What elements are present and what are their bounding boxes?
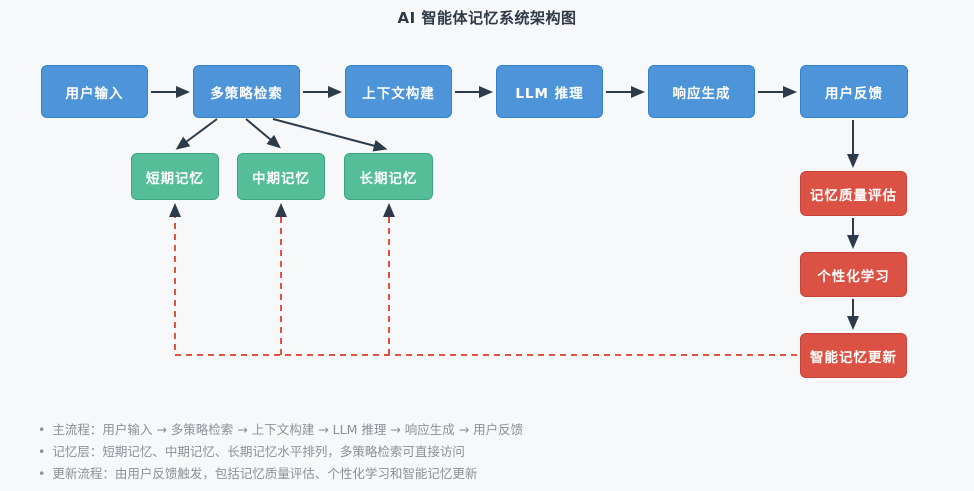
node-memory-quality-evaluation: 记忆质量评估 <box>800 171 907 216</box>
dashed-update-to-short-term <box>169 203 797 356</box>
node-label: 短期记忆 <box>146 170 204 187</box>
arrow-retrieval-to-long-term <box>272 118 388 152</box>
node-label: 长期记忆 <box>359 170 418 187</box>
node-user-input: 用户输入 <box>41 65 148 118</box>
node-label: 记忆质量评估 <box>810 187 897 204</box>
note-text: 更新流程：由用户反馈触发，包括记忆质量评估、个性化学习和智能记忆更新 <box>52 466 478 481</box>
diagram-title: AI 智能体记忆系统架构图 <box>397 9 577 27</box>
node-label: 用户输入 <box>65 85 124 102</box>
node-user-feedback: 用户反馈 <box>800 65 908 118</box>
note-text: 主流程：用户输入 → 多策略检索 → 上下文构建 → LLM 推理 → 响应生成… <box>52 422 524 437</box>
node-label: 上下文构建 <box>362 85 435 102</box>
node-context-building: 上下文构建 <box>345 65 452 118</box>
node-label: 用户反馈 <box>825 85 883 102</box>
note-text: 记忆层：短期记忆、中期记忆、长期记忆水平排列，多策略检索可直接访问 <box>52 444 465 459</box>
node-personalized-learning: 个性化学习 <box>800 252 907 297</box>
bullet-icon: • <box>38 466 46 481</box>
node-short-term-memory: 短期记忆 <box>131 153 219 200</box>
legend-notes: • 主流程：用户输入 → 多策略检索 → 上下文构建 → LLM 推理 → 响应生… <box>38 419 523 485</box>
node-llm-inference: LLM 推理 <box>496 65 603 118</box>
bullet-icon: • <box>38 444 46 459</box>
note-update-flow: • 更新流程：由用户反馈触发，包括记忆质量评估、个性化学习和智能记忆更新 <box>38 463 523 485</box>
note-memory-layer: • 记忆层：短期记忆、中期记忆、长期记忆水平排列，多策略检索可直接访问 <box>38 441 523 463</box>
node-response-generation: 响应生成 <box>648 65 755 118</box>
node-label: 智能记忆更新 <box>810 349 897 366</box>
bullet-icon: • <box>38 422 46 437</box>
node-long-term-memory: 长期记忆 <box>344 153 433 200</box>
node-intelligent-memory-update: 智能记忆更新 <box>800 333 907 378</box>
node-label: 多策略检索 <box>210 85 283 102</box>
note-main-flow: • 主流程：用户输入 → 多策略检索 → 上下文构建 → LLM 推理 → 响应生… <box>38 419 523 441</box>
node-multi-strategy-retrieval: 多策略检索 <box>193 65 300 118</box>
arrow-retrieval-to-mid-term <box>245 118 281 149</box>
node-label: LLM 推理 <box>515 85 584 102</box>
node-mid-term-memory: 中期记忆 <box>237 153 325 200</box>
node-label: 个性化学习 <box>817 268 890 285</box>
node-label: 中期记忆 <box>252 170 310 187</box>
node-label: 响应生成 <box>672 85 731 102</box>
arrow-retrieval-to-short-term <box>175 118 218 150</box>
